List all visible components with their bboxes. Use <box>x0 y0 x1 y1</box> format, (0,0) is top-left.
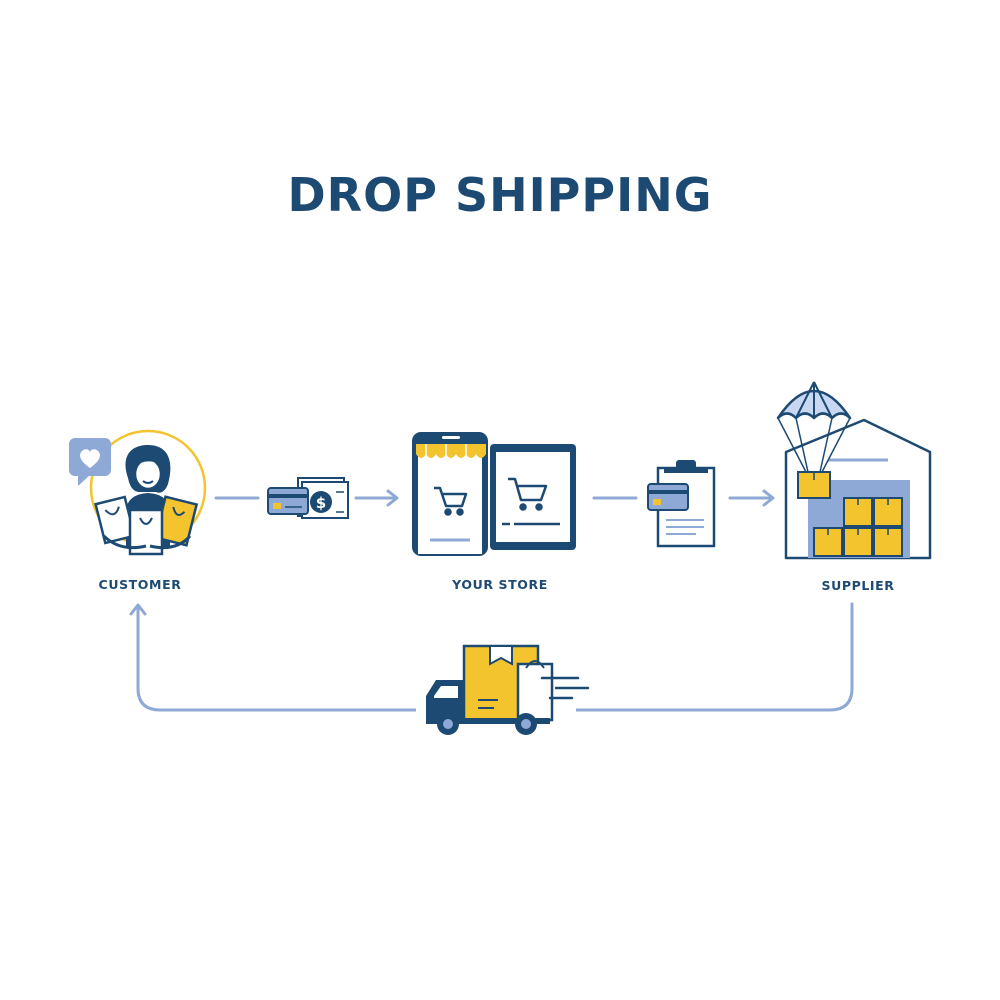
supplier-to-truck-line <box>572 602 854 712</box>
phone-and-tablet-store-icon <box>412 432 576 556</box>
svg-text:$: $ <box>316 494 326 512</box>
store-awning-icon <box>416 444 486 458</box>
card-and-cash-icon: $ <box>267 477 349 519</box>
heart-bubble-icon <box>69 438 111 486</box>
payment-to-store-arrow <box>354 489 399 507</box>
order-to-supplier-arrow <box>728 489 775 507</box>
page-title: DROP SHIPPING <box>287 168 713 222</box>
store-label: YOUR STORE <box>452 577 548 592</box>
speed-lines <box>540 676 590 700</box>
warehouse-with-parachute-box-icon <box>776 381 932 560</box>
clipboard-order-with-card-icon <box>647 460 716 548</box>
supplier-label: SUPPLIER <box>821 578 895 593</box>
cart-icon <box>434 486 468 516</box>
cart-icon <box>508 477 548 511</box>
customer-label: CUSTOMER <box>98 577 182 592</box>
truck-to-customer-arrow <box>129 603 418 712</box>
parachute-icon <box>776 381 852 499</box>
customer-with-shopping-bags-icon <box>69 429 207 556</box>
flow-arrows <box>129 489 854 712</box>
delivery-truck-icon <box>416 644 590 736</box>
box-stack <box>813 497 903 557</box>
